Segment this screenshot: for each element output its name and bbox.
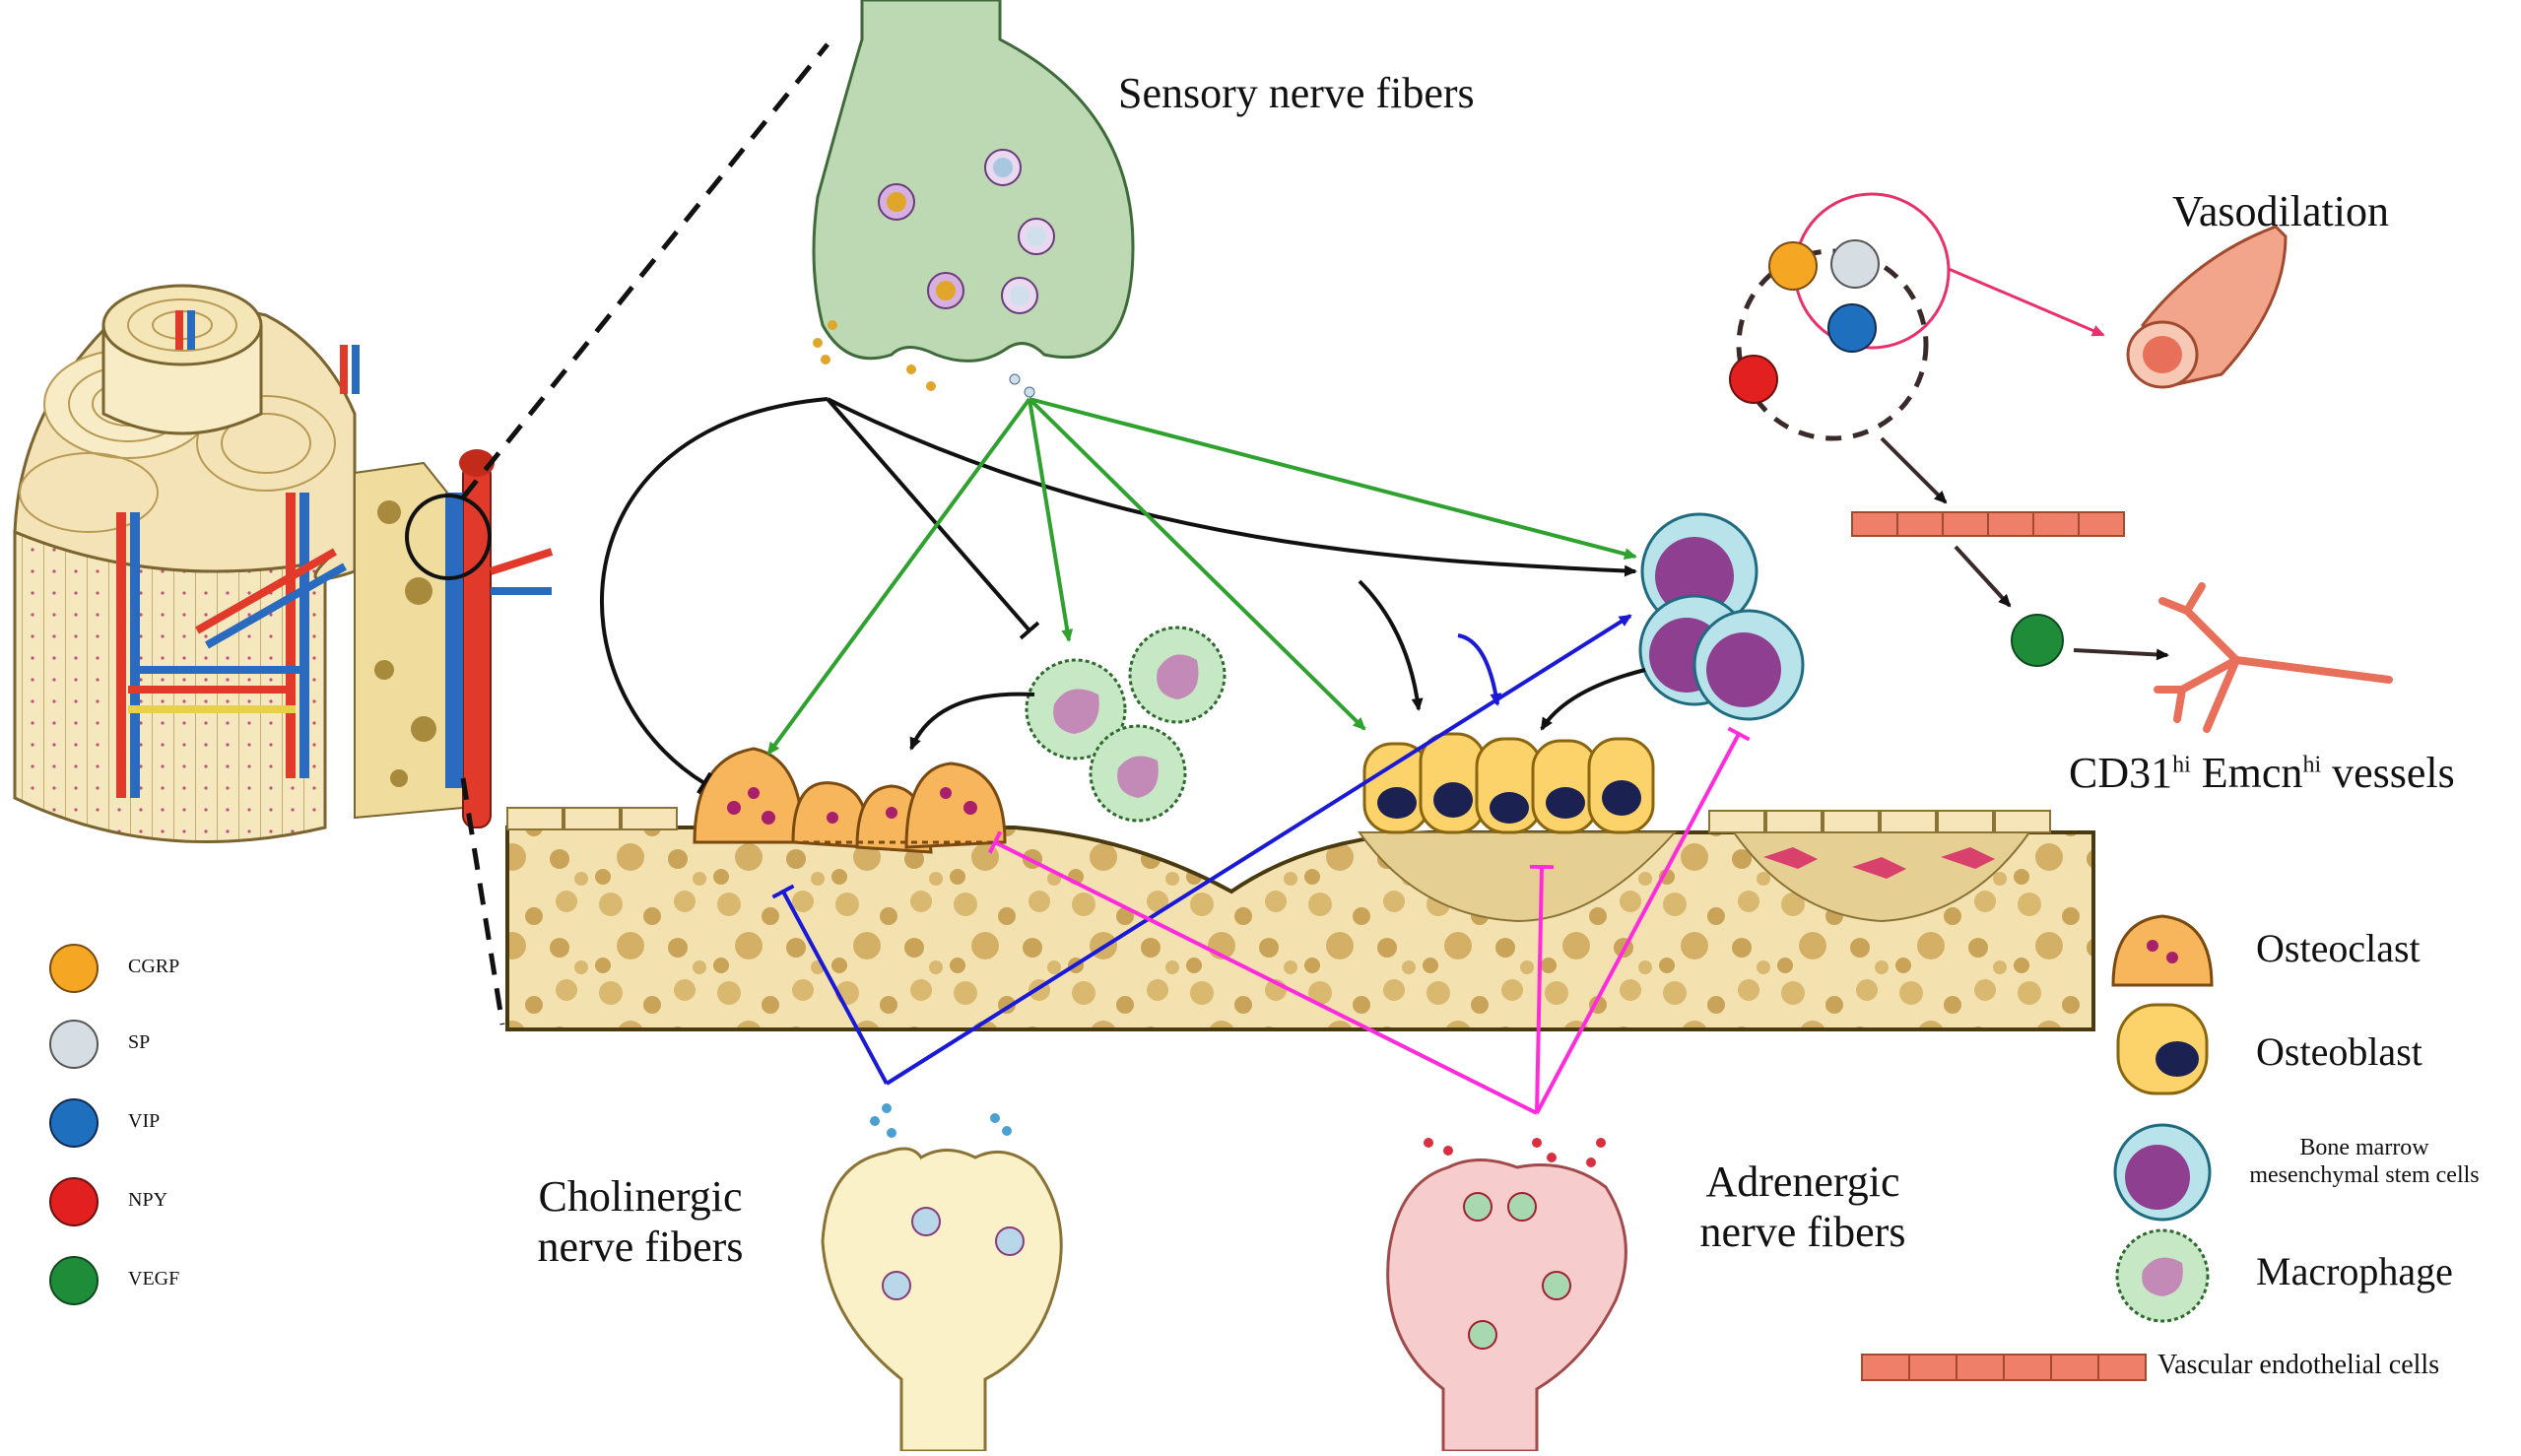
- bmsc-line-2: mesenchymal stem cells: [2249, 1161, 2480, 1188]
- cholinergic-label: Cholinergic nerve fibers: [522, 1172, 759, 1272]
- neuropeptide-legend-dots: [49, 944, 99, 1305]
- vasodilation-arrow: [1948, 267, 2105, 337]
- emcn-text: Emcn: [2190, 749, 2303, 797]
- endothelial-row: [1851, 511, 2125, 537]
- vessels-text: vessels: [2321, 749, 2455, 797]
- blue-arrows: [771, 614, 1632, 1086]
- dilated-vessel-icon: [2126, 225, 2288, 389]
- cholinergic-nerve-terminal: [821, 1103, 1063, 1453]
- bmsc-line-1: Bone marrow: [2299, 1135, 2429, 1160]
- vessel-arrow: [2073, 648, 2169, 661]
- sensory-nerve-terminal: [812, 0, 1135, 398]
- bone-section-illustration: [13, 284, 554, 844]
- emcn-sup: hi: [2302, 752, 2322, 778]
- vegf-arrow: [1954, 545, 2012, 608]
- cd31-text: CD31: [2069, 749, 2173, 797]
- osteoblast-row: [1362, 732, 1655, 834]
- legend-label-endothelial: Vascular endothelial cells: [2157, 1350, 2440, 1380]
- cholinergic-line-1: Cholinergic: [538, 1172, 743, 1221]
- macrophage-cluster: [1025, 626, 1227, 823]
- legend-label-vip: VIP: [128, 1110, 161, 1132]
- zoom-line-bottom: [460, 777, 505, 1026]
- adrenergic-nerve-terminal: [1386, 1138, 1627, 1453]
- legend-label-macrophage: Macrophage: [2256, 1249, 2453, 1293]
- legend-label-npy: NPY: [128, 1189, 168, 1211]
- adrenergic-line-1: Adrenergic: [1705, 1158, 1900, 1206]
- bmsc-cluster: [1638, 512, 1805, 721]
- legend-label-cgrp: CGRP: [128, 956, 180, 977]
- neuropeptide-pool: [1729, 192, 1951, 441]
- legend-label-bmsc: Bone marrow mesenchymal stem cells: [2236, 1135, 2492, 1189]
- zoom-line-top: [461, 42, 829, 499]
- branching-vessel-icon: [2154, 582, 2393, 733]
- cell-legend-icons: [1861, 914, 2214, 1381]
- legend-label-osteoclast: Osteoclast: [2256, 926, 2421, 970]
- vegf-dot: [2011, 614, 2064, 667]
- bone-matrix-strip: [505, 807, 2095, 1031]
- legend-label-vegf: VEGF: [128, 1268, 180, 1290]
- cd31-vessels-label: CD31hi Emcnhi vessels: [2069, 749, 2455, 799]
- legend-label-sp: SP: [128, 1031, 151, 1053]
- legend-label-osteoblast: Osteoblast: [2256, 1029, 2422, 1074]
- vasodilation-label: Vasodilation: [2172, 187, 2389, 235]
- osteoclast-cluster: [693, 747, 1007, 854]
- black-arrows: [599, 397, 1646, 795]
- cholinergic-line-2: nerve fibers: [537, 1222, 744, 1271]
- green-arrows: [766, 397, 1637, 756]
- adrenergic-label: Adrenergic nerve fibers: [1675, 1158, 1931, 1257]
- sensory-nerve-label: Sensory nerve fibers: [1118, 69, 1475, 117]
- magenta-arrows: [987, 726, 1751, 1115]
- cd31-sup: hi: [2172, 752, 2191, 778]
- endothelial-arrow: [1880, 436, 1948, 504]
- adrenergic-line-2: nerve fibers: [1699, 1207, 1906, 1256]
